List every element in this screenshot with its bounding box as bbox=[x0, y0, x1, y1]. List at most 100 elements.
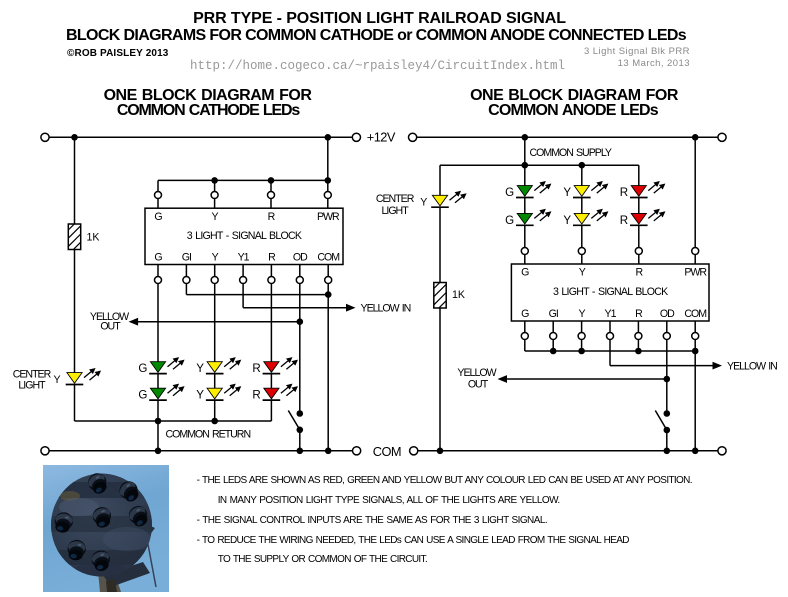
note-line: TO THE SUPPLY OR COMMON OF THE CIRCUIT. bbox=[217, 554, 428, 566]
led-ray bbox=[83, 368, 96, 379]
terminal-circle bbox=[408, 445, 419, 456]
pin-circle bbox=[210, 275, 219, 285]
left-led-label: R bbox=[252, 362, 260, 375]
led-symbol bbox=[630, 181, 666, 199]
led-symbol bbox=[65, 368, 102, 386]
junction-dot bbox=[296, 318, 304, 326]
left-led-label: Y bbox=[196, 362, 204, 375]
led-ray bbox=[280, 357, 293, 368]
pin-circle bbox=[577, 331, 586, 341]
terminal-circle bbox=[407, 132, 418, 143]
led-triangle bbox=[516, 212, 534, 225]
terminal-circle bbox=[351, 445, 362, 456]
note-line: - THE LEDS ARE SHOWN AS RED, GREEN AND Y… bbox=[196, 475, 693, 486]
led-symbol bbox=[262, 383, 298, 401]
right-block-bottom-pin-label: Y bbox=[579, 308, 586, 320]
led-triangle bbox=[262, 361, 280, 374]
left-block-bottom-pin-label: GI bbox=[182, 252, 191, 264]
led-symbol bbox=[573, 181, 609, 199]
right-block-title: 3 LIGHT - SIGNAL BLOCK bbox=[553, 286, 668, 298]
left-block-bottom-pin-label: COM bbox=[317, 252, 339, 264]
led-triangle bbox=[149, 387, 167, 400]
pin-circle bbox=[690, 331, 700, 341]
right-yellow-out-label: OUT bbox=[468, 378, 489, 390]
left-block-top-pin-label: Y bbox=[212, 211, 219, 223]
pin-circle bbox=[662, 331, 672, 341]
left-resistor-label: 1K bbox=[87, 232, 100, 244]
supply-voltage-label: +12V bbox=[367, 130, 396, 145]
led-ray bbox=[539, 183, 552, 194]
right-block-bottom-pin-label: R bbox=[635, 308, 643, 320]
right-led-label: G bbox=[505, 214, 514, 227]
right-block-top-pin-label: Y bbox=[579, 267, 586, 279]
led-symbol bbox=[149, 383, 185, 401]
right-block-bottom-pin-label: COM bbox=[684, 308, 706, 320]
led-ray bbox=[653, 211, 666, 222]
arrowhead bbox=[128, 317, 139, 326]
right-circuit: COMMON SUPPLY Y CENTER LIGHT 1K G G Y Y … bbox=[376, 132, 778, 456]
photo-disc-texture bbox=[51, 482, 152, 577]
arrowhead bbox=[497, 375, 507, 383]
pin-circle bbox=[520, 331, 530, 341]
position-light-signal-photo bbox=[43, 465, 169, 592]
photo-container bbox=[43, 465, 169, 592]
left-block-title: 3 LIGHT - SIGNAL BLOCK bbox=[187, 230, 302, 242]
terminal-circle bbox=[717, 132, 727, 143]
led-ray bbox=[172, 386, 185, 397]
pin-circle bbox=[605, 331, 615, 341]
terminal-circle bbox=[351, 132, 362, 143]
photo-lamp-hood bbox=[92, 507, 112, 528]
arrowhead bbox=[346, 303, 356, 312]
led-triangle bbox=[431, 194, 449, 207]
led-symbol bbox=[205, 357, 242, 375]
left-block-bottom-pin-label: Y1 bbox=[238, 252, 250, 264]
photo-mast-shadow bbox=[106, 579, 117, 592]
note-line: - THE SIGNAL CONTROL INPUTS ARE THE SAME… bbox=[196, 514, 548, 526]
pin-circle bbox=[238, 275, 248, 285]
led-ray bbox=[285, 386, 298, 397]
left-led-label: Y bbox=[196, 389, 204, 402]
led-ray bbox=[533, 181, 546, 192]
photo-lamp-hood bbox=[119, 481, 139, 502]
page-title: PRR TYPE - POSITION LIGHT RAILROAD SIGNA… bbox=[193, 10, 566, 28]
pin-circle bbox=[267, 275, 276, 285]
right-block-top-pin-label: PWR bbox=[684, 267, 707, 279]
led-symbol bbox=[630, 208, 666, 227]
common-terminal-label: COM bbox=[373, 444, 401, 459]
photo-lamp-hood bbox=[128, 506, 148, 527]
left-block-top-pin-label: G bbox=[154, 211, 162, 223]
junction-dot bbox=[635, 347, 642, 355]
right-yellow-out-label: YELLOW bbox=[457, 367, 496, 379]
photo-lamp-hood bbox=[54, 512, 74, 533]
pin-circle bbox=[323, 190, 333, 200]
right-heading-line1: ONE BLOCK DIAGRAM FOR bbox=[470, 87, 678, 105]
led-symbol bbox=[262, 357, 298, 375]
right-center-light-label: CENTER bbox=[376, 193, 415, 205]
left-block-bottom-pin-label: OD bbox=[293, 252, 308, 264]
led-symbol bbox=[205, 383, 242, 401]
right-led-label: G bbox=[505, 186, 514, 199]
led-ray bbox=[647, 208, 660, 219]
right-block-bottom-pin-label: G bbox=[521, 308, 529, 320]
pin-circle bbox=[210, 190, 219, 200]
pin-circle bbox=[548, 331, 558, 341]
switch-lever bbox=[654, 410, 668, 431]
pin-circle bbox=[323, 275, 333, 285]
resistor-symbol bbox=[433, 281, 447, 309]
led-ray bbox=[539, 211, 552, 222]
led-symbol bbox=[573, 208, 609, 227]
pin-circle bbox=[690, 246, 700, 256]
arrowhead bbox=[712, 361, 722, 370]
right-block-bottom-pin-label: Y1 bbox=[605, 308, 617, 320]
pin-circle bbox=[577, 246, 587, 256]
left-block-top-pin-label: PWR bbox=[317, 211, 340, 223]
right-center-light-label: LIGHT bbox=[381, 205, 409, 217]
note-line: - TO REDUCE THE WIRING NEEDED, THE LEDs … bbox=[196, 534, 630, 546]
led-ray bbox=[454, 193, 467, 204]
right-led-label: Y bbox=[563, 186, 571, 199]
left-block-bottom-pin-label: Y bbox=[212, 252, 219, 264]
right-block-bottom-pin-label: GI bbox=[549, 308, 558, 320]
led-ray bbox=[533, 208, 546, 219]
source-url-text: http://home.cogeco.ca/~rpaisley4/Circuit… bbox=[190, 58, 566, 73]
